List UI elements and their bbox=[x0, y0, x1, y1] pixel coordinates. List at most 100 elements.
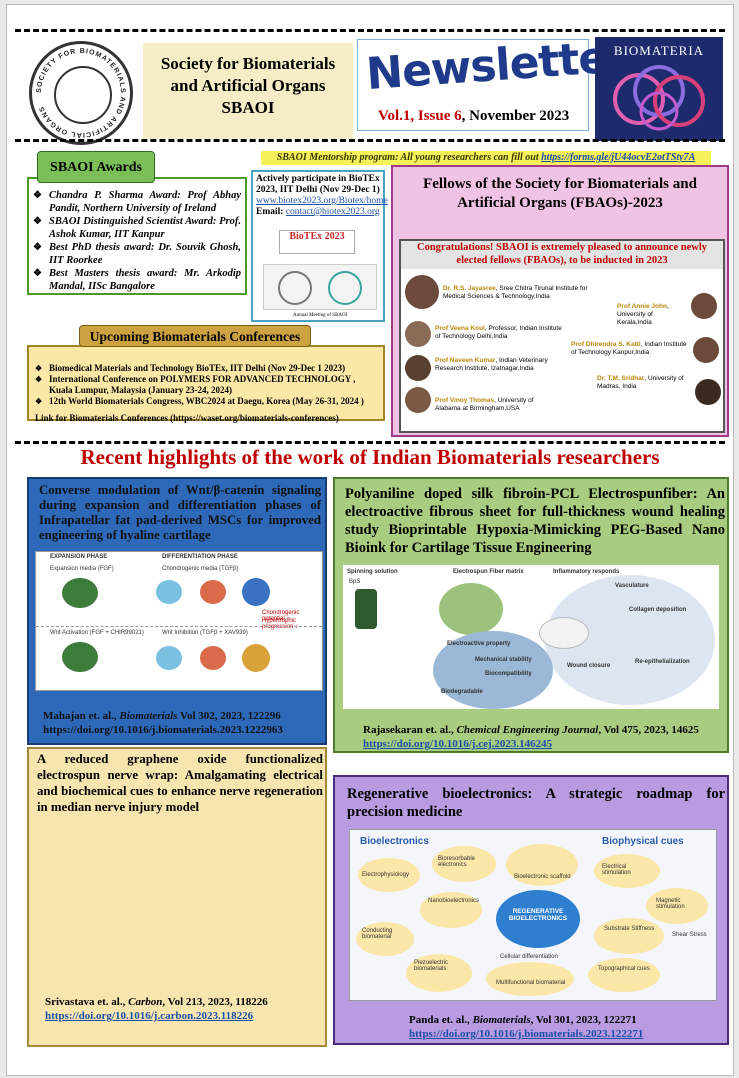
ref-authors: Mahajan et. al., bbox=[43, 710, 120, 722]
ref-journal: Biomaterials bbox=[119, 710, 178, 722]
chondrogenic-icon bbox=[200, 646, 226, 670]
fellow-affiliation: , Indian Institute of Technology Kanpur,… bbox=[571, 341, 687, 356]
ref-details: , Vol 475, 2023, 14625 bbox=[598, 724, 699, 736]
biotex-caption: Annual Meeting of SBAOI bbox=[293, 313, 348, 318]
hydrogel-icon bbox=[156, 646, 182, 670]
card-title: Polyaniline doped silk fibroin-PCL Elect… bbox=[345, 486, 725, 556]
figure-label: Spinning solution bbox=[347, 569, 398, 575]
wnt-figure: EXPANSION PHASE DIFFERENTIATION PHASE Ex… bbox=[35, 551, 323, 691]
fellow-entry: Dr. R.S. Jayasree, Sree Chitra Tirunal I… bbox=[443, 285, 593, 301]
hypertrophic-icon bbox=[242, 578, 270, 606]
figure-label: Piezoelectric biomaterials bbox=[414, 960, 449, 972]
mentorship-banner: SBAOI Mentorship program: All young rese… bbox=[261, 151, 711, 165]
issue-volume: Vol.1, Issue 6 bbox=[378, 108, 462, 124]
figure-label: Bioresorbable electronics bbox=[438, 856, 476, 868]
fellows-congrats: Congratulations! SBAOI is extremely plea… bbox=[401, 241, 723, 269]
syringe-icon bbox=[355, 589, 377, 629]
awards-title: SBAOI Awards bbox=[37, 151, 155, 183]
bubble bbox=[594, 918, 664, 954]
highlights-heading: Recent highlights of the work of Indian … bbox=[80, 445, 660, 469]
fiber-matrix-icon bbox=[439, 583, 503, 635]
upcoming-conferences-box: Biomedical Materials and Technology BioT… bbox=[27, 345, 385, 423]
card-reference: Srivastava et. al., Carbon, Vol 213, 202… bbox=[45, 995, 325, 1023]
fellow-name: Dr. T.M. Sridhar bbox=[597, 375, 645, 382]
figure-label: DIFFERENTIATION PHASE bbox=[162, 554, 238, 560]
figure-label: Inflammatory responds bbox=[553, 569, 620, 575]
figure-label: Topographical cues bbox=[598, 966, 650, 972]
figure-label: Multifunctional biomaterial bbox=[496, 980, 566, 986]
fellow-name: Prof Veena Koul bbox=[435, 325, 485, 332]
figure-label: Cellular differentiation bbox=[500, 954, 558, 960]
logo-inner-ring bbox=[54, 66, 112, 124]
polyaniline-figure: Spinning solution BpS Electrospun Fiber … bbox=[343, 565, 719, 709]
ref-details: , Vol 301, 2023, 122271 bbox=[530, 1014, 637, 1026]
bubble bbox=[646, 888, 708, 924]
figure-label: Chondrogenic potential ↑ bbox=[262, 610, 300, 622]
fellow-affiliation: , Indian Veterinary Research Institute, … bbox=[435, 357, 548, 372]
conference-item: International Conference on POLYMERS FOR… bbox=[35, 374, 377, 396]
figure-label: Bioelectronics bbox=[360, 836, 429, 847]
card-title: Converse modulation of Wnt/β-catenin sig… bbox=[39, 483, 321, 542]
svg-text:SOCIETY FOR BIOMATERIALS AND A: SOCIETY FOR BIOMATERIALS AND ARTIFICIAL … bbox=[36, 48, 126, 138]
bubble bbox=[594, 854, 660, 888]
figure-label: Shear Stress bbox=[672, 932, 707, 938]
fellows-panel: Congratulations! SBAOI is extremely plea… bbox=[399, 239, 725, 433]
figure-label: Wound closure bbox=[567, 663, 611, 669]
figure-label: Electrospun Fiber matrix bbox=[453, 569, 524, 575]
ref-doi-link[interactable]: https://doi.org/10.1016/j.biomaterials.2… bbox=[409, 1028, 644, 1040]
figure-divider bbox=[36, 626, 322, 627]
figure-label: Collagen deposition bbox=[629, 607, 687, 613]
header-divider bbox=[15, 139, 725, 142]
biotex-text: Actively participate in BioTEx 2023, IIT… bbox=[256, 174, 380, 195]
award-item: Best PhD thesis award: Dr. Souvik Ghosh,… bbox=[33, 241, 241, 267]
ref-doi: https://doi.org/10.1016/j.biomaterials.2… bbox=[43, 724, 283, 736]
ref-doi-link[interactable]: https://doi.org/10.1016/j.cej.2023.14624… bbox=[363, 738, 553, 750]
chondrogenic-icon bbox=[200, 580, 226, 604]
ref-authors: Rajasekaran et. al., bbox=[363, 724, 457, 736]
biomateria-text: BIOMATERIA bbox=[613, 43, 705, 58]
ref-details: Vol 302, 2023, 122296 bbox=[177, 710, 281, 722]
figure-label: Substrate Stiffness bbox=[604, 926, 655, 932]
issue-info: Vol.1, Issue 6, November 2023 bbox=[378, 108, 569, 125]
figure-label: Hypertrophic progression ↓ bbox=[262, 618, 299, 630]
fellow-affiliation: , Sree Chitra Tirunal Institute for Medi… bbox=[443, 285, 588, 300]
fellow-photo bbox=[405, 321, 431, 347]
figure-label: Wnt Inhibition (TGFβ + XAV939) bbox=[162, 630, 248, 636]
conference-item: Biomedical Materials and Technology BioT… bbox=[35, 363, 377, 374]
figure-label: Re-epithelialization bbox=[635, 659, 690, 665]
newsletter-title-box: Newsletter Vol.1, Issue 6, November 2023 bbox=[357, 31, 630, 131]
award-item: Best Masters thesis award: Mr. Arkodip M… bbox=[33, 267, 241, 293]
conference-item: 12th World Biomaterials Congress, WBC202… bbox=[35, 396, 377, 407]
upcoming-title: Upcoming Biomaterials Conferences bbox=[79, 325, 311, 347]
center-bubble bbox=[496, 890, 580, 948]
awards-box: Chandra P. Sharma Award: Prof Abhay Pand… bbox=[27, 177, 247, 295]
logo-ring-text: SOCIETY FOR BIOMATERIALS AND ARTIFICIAL … bbox=[36, 48, 126, 138]
ref-doi-link[interactable]: https://doi.org/10.1016/j.carbon.2023.11… bbox=[45, 1010, 254, 1022]
bubble bbox=[358, 858, 420, 892]
mentorship-text: SBAOI Mentorship program: All young rese… bbox=[276, 152, 542, 163]
mentorship-link[interactable]: https://forms.gle/jU44ocvE2otTSty7A bbox=[541, 152, 696, 163]
fellow-entry: Prof Dhirendra S. Katti, Indian Institut… bbox=[571, 341, 689, 357]
biotex-email-link[interactable]: contact@biotex2023.org bbox=[285, 207, 380, 217]
minimal-hypertrophic-icon bbox=[242, 644, 270, 672]
properties-circle bbox=[433, 631, 553, 709]
top-divider bbox=[15, 29, 725, 32]
figure-label: Chondrogenic media (TGFβ) bbox=[162, 566, 239, 572]
figure-label: Nanobioelectronics bbox=[428, 898, 480, 904]
figure-label: REGENERATIVE BIOELECTRONICS bbox=[508, 908, 568, 922]
sbaoi-logo: SOCIETY FOR BIOMATERIALS AND ARTIFICIAL … bbox=[29, 41, 133, 145]
ref-journal: Chemical Engineering Journal bbox=[456, 724, 599, 736]
society-name-box: Society for Biomaterials and Artificial … bbox=[143, 43, 353, 139]
figure-label: Magnetic stimulation bbox=[656, 898, 685, 910]
fellow-entry: Prof Veena Koul, Professor, Indian Insti… bbox=[435, 325, 565, 341]
fellow-entry: Prof Naveen Kumar, Indian Veterinary Res… bbox=[435, 357, 567, 373]
biotex-link[interactable]: www.biotex2023.org/Biotex/home bbox=[256, 196, 388, 206]
biotex-email-label: Email: bbox=[256, 207, 286, 217]
fellow-affiliation: , University of Kerala,India bbox=[617, 303, 669, 326]
sterm-logo-icon bbox=[328, 271, 362, 305]
fellow-affiliation: , University of Alabama at Birmingham,US… bbox=[435, 397, 534, 412]
fellow-affiliation: , Professor, Indian Institute of Technol… bbox=[435, 325, 562, 340]
ref-details: , Vol 213, 2023, 118226 bbox=[162, 996, 268, 1008]
bubble bbox=[588, 958, 660, 992]
ref-journal: Biomaterials bbox=[472, 1014, 531, 1026]
